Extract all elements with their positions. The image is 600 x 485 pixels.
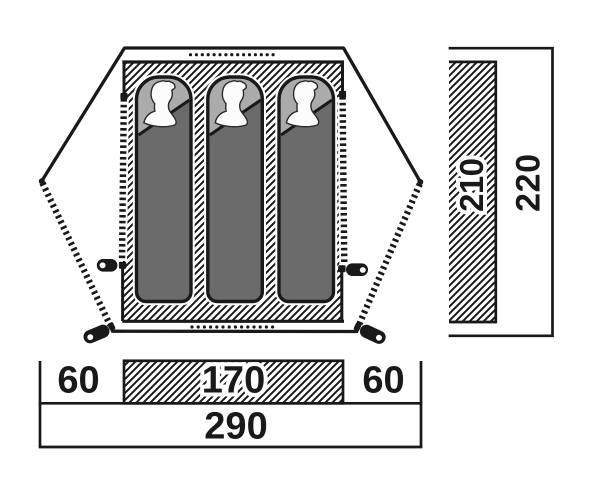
svg-text:290: 290 <box>204 405 267 447</box>
svg-text:60: 60 <box>57 360 99 402</box>
svg-text:170: 170 <box>202 360 265 402</box>
svg-text:60: 60 <box>362 360 404 402</box>
svg-text:220: 220 <box>510 153 548 212</box>
svg-text:210: 210 <box>453 159 490 212</box>
